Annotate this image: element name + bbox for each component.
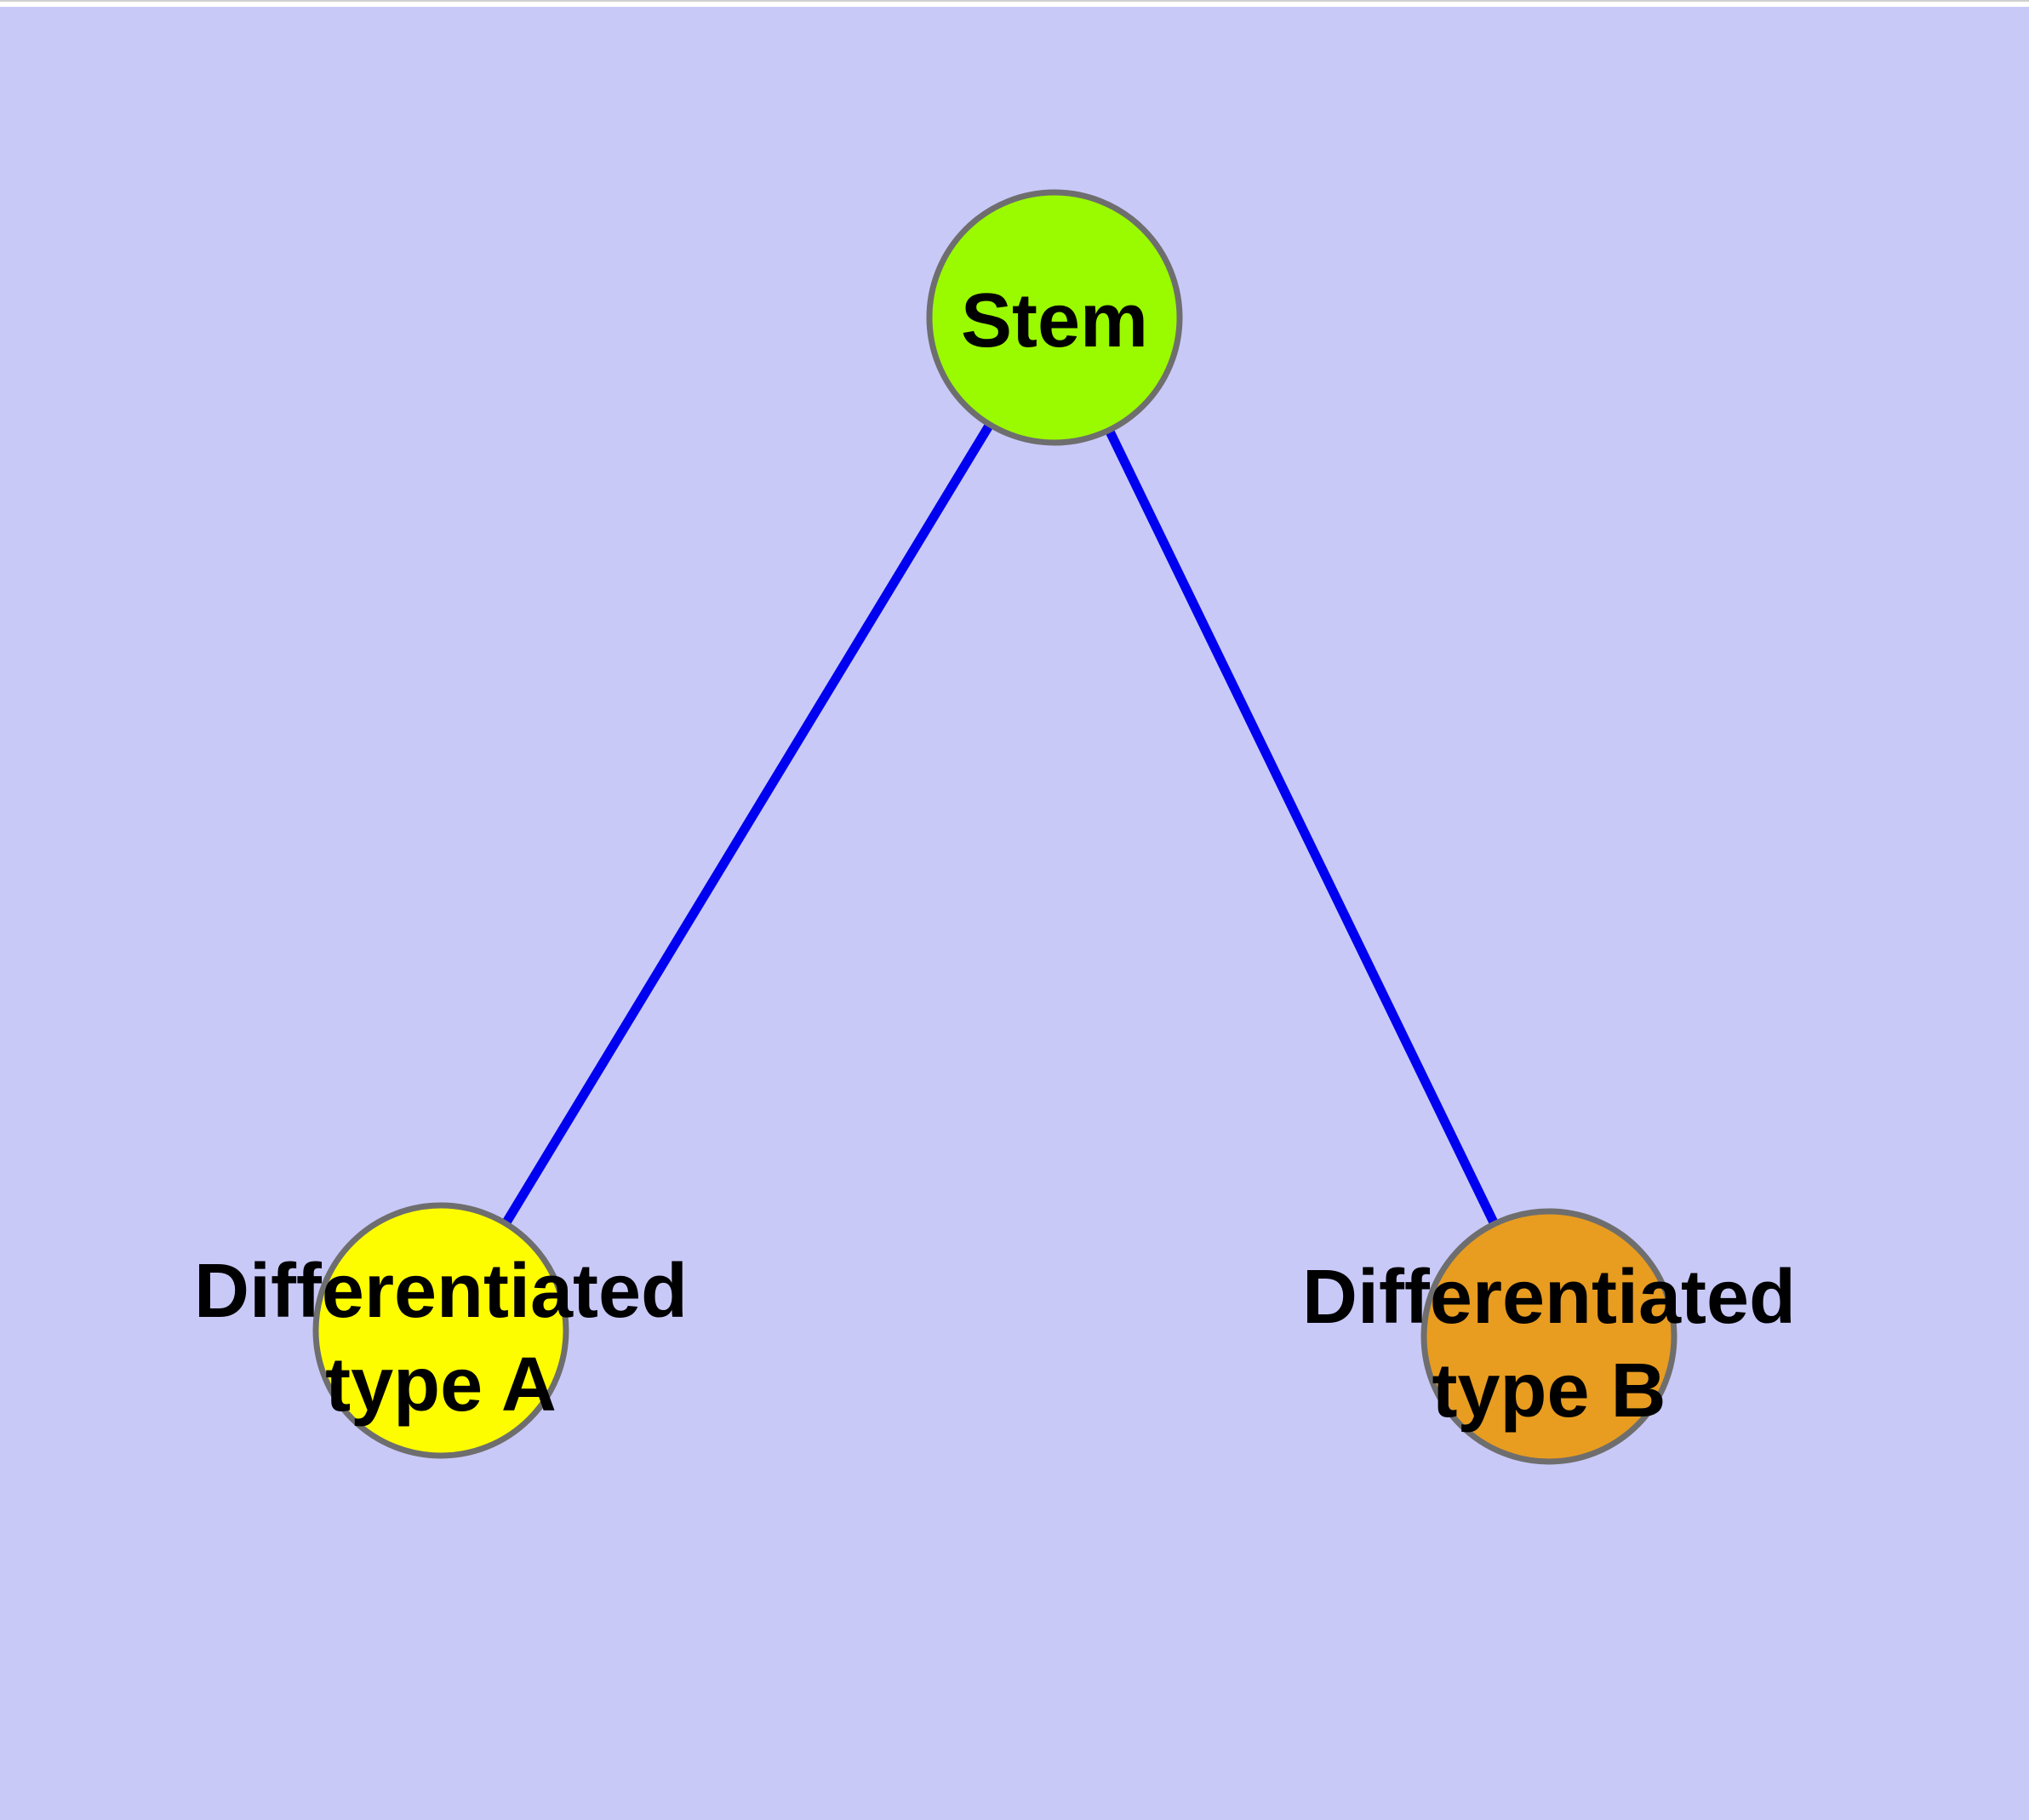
edges-layer — [437, 315, 1553, 1339]
node-diff-a — [312, 1202, 569, 1459]
label-line: Stem — [961, 278, 1148, 363]
node-diff-b — [1420, 1208, 1677, 1465]
label-line: type A — [325, 1342, 557, 1428]
label-line: Differentiated — [194, 1249, 688, 1334]
label-line: type B — [1432, 1348, 1666, 1434]
node-stem-label: Stem — [961, 278, 1148, 363]
nodes-layer — [312, 189, 1677, 1465]
node-stem — [926, 189, 1183, 446]
window-top-hairline — [0, 0, 2029, 2]
label-line: Differentiated — [1302, 1255, 1796, 1340]
edge-stem-to-diff-a — [437, 315, 1059, 1333]
window-top-strip — [0, 0, 2029, 7]
edge-stem-to-diff-b — [1050, 315, 1553, 1339]
